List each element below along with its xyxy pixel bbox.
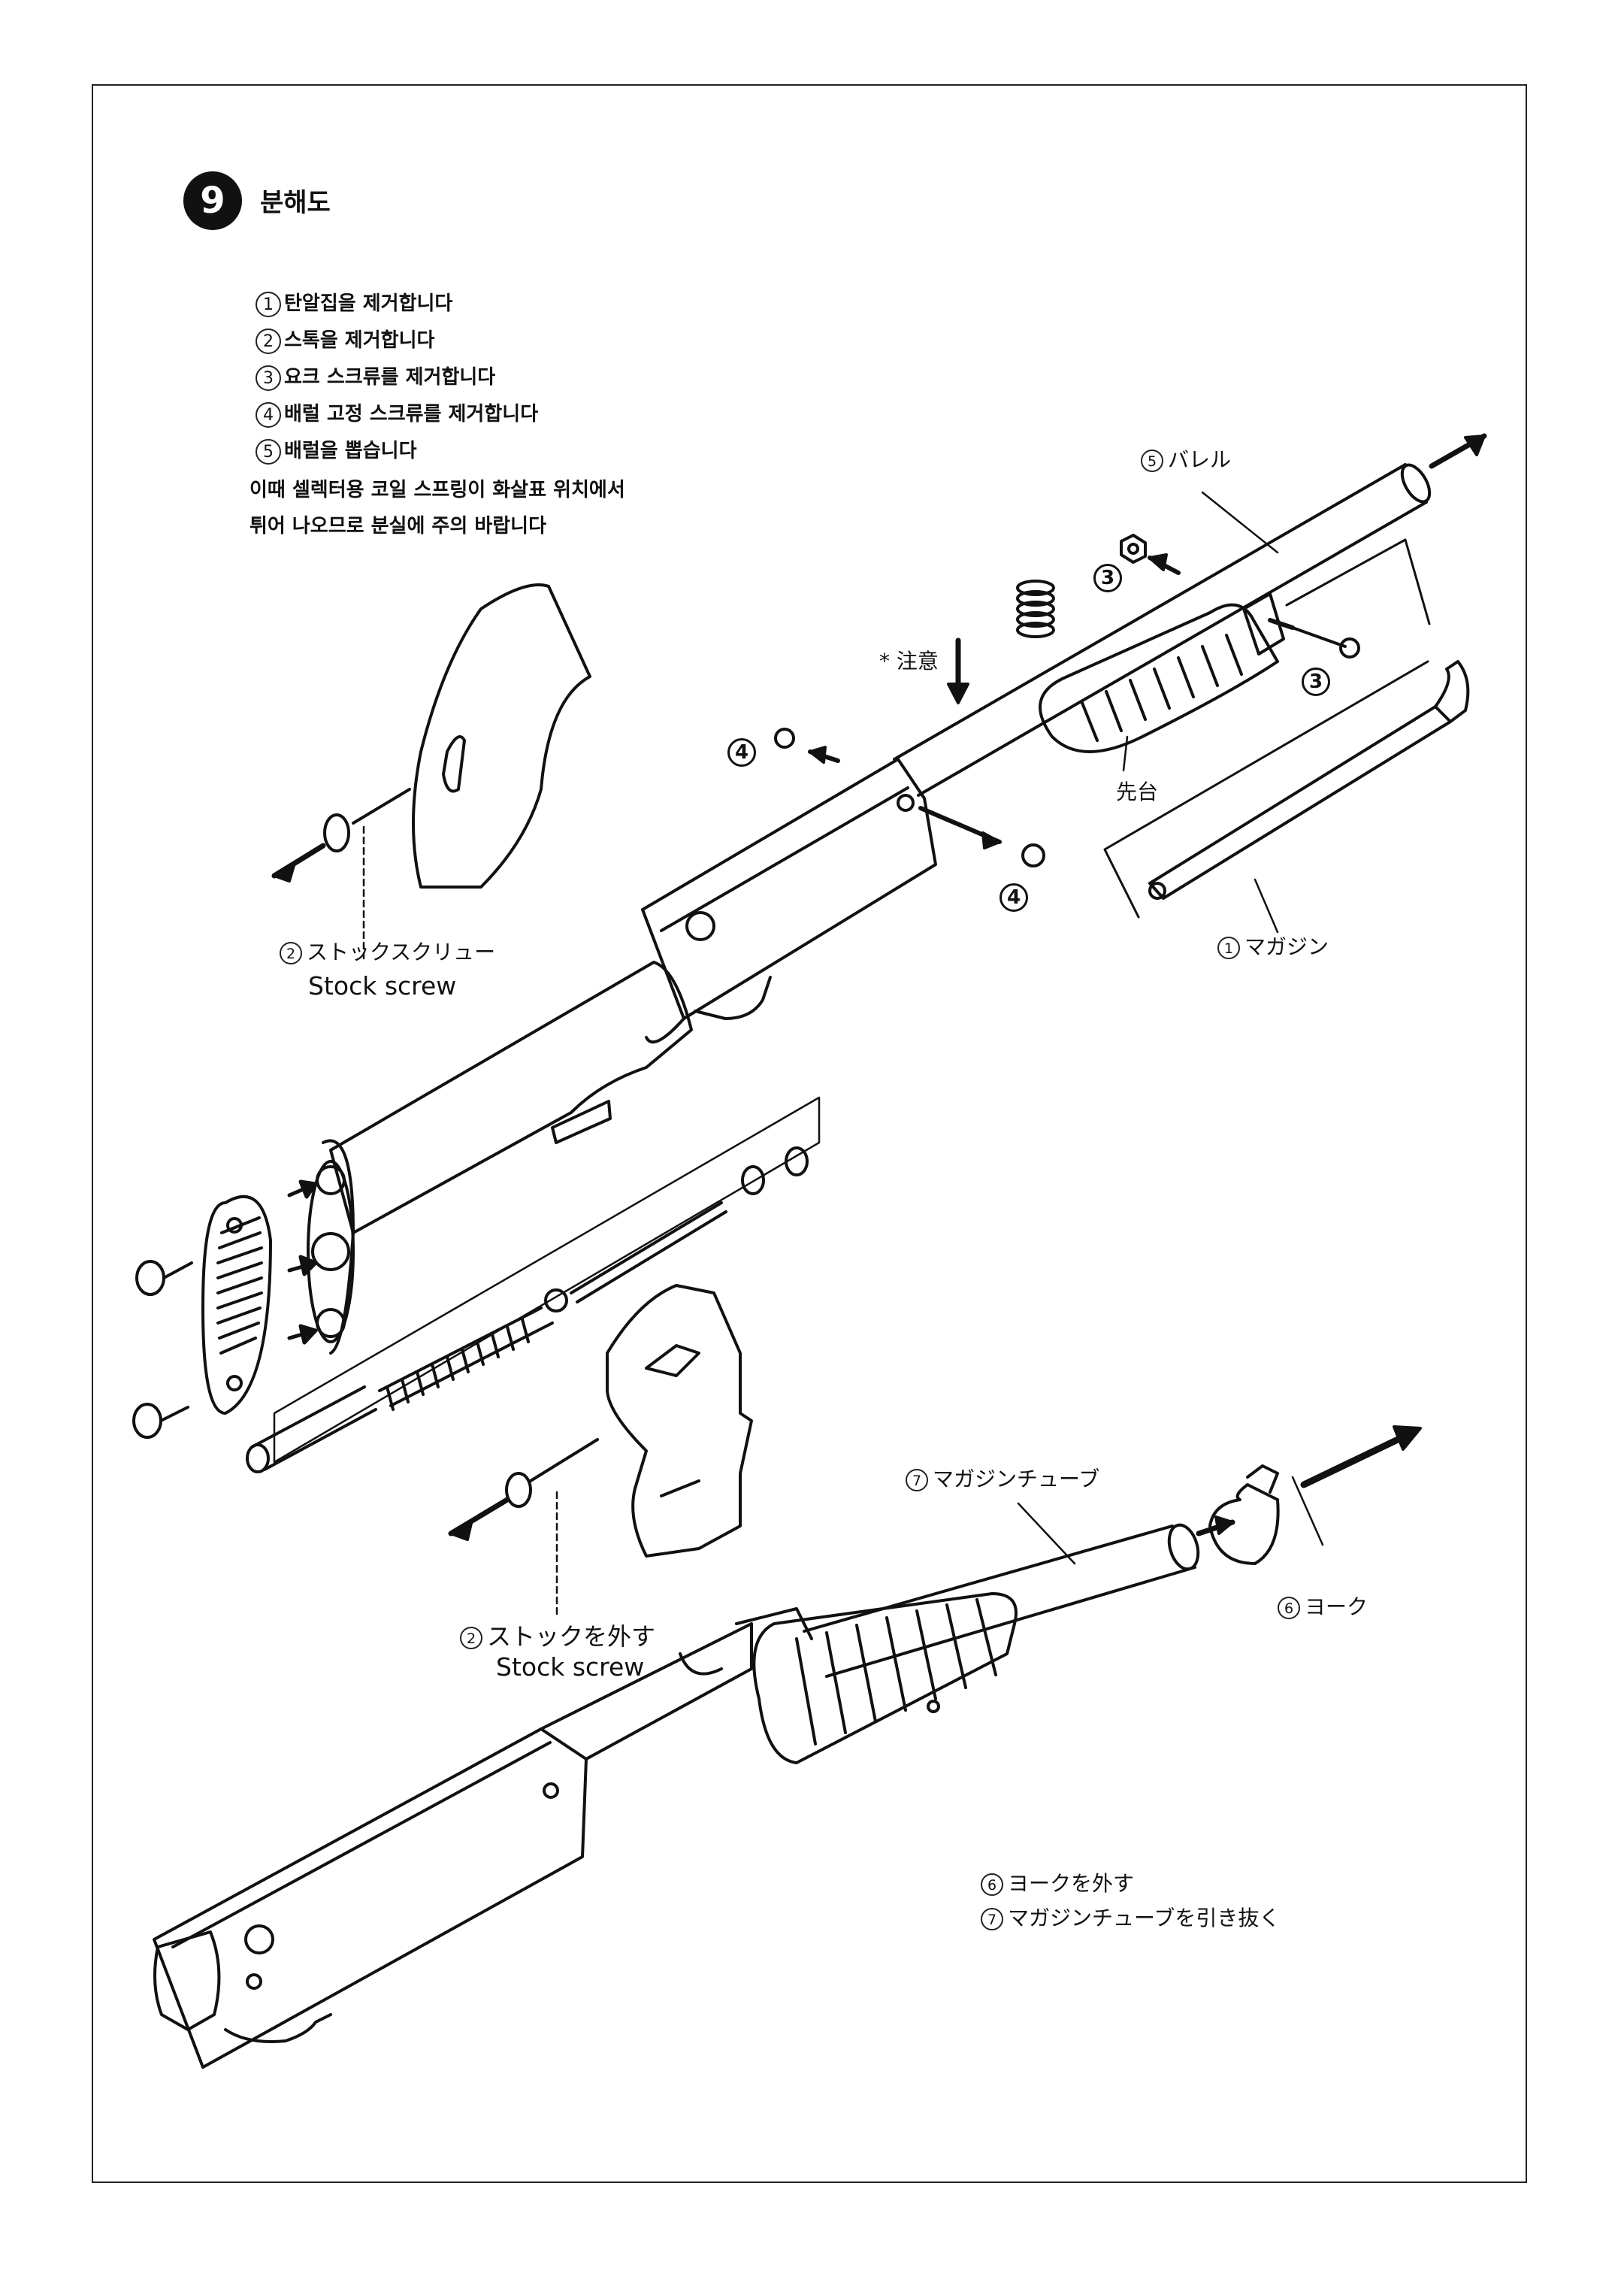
lower-receiver-drawing — [153, 1607, 813, 2069]
magazine-leader-line — [1254, 878, 1279, 934]
label-number: 2 — [460, 1627, 482, 1649]
label-text: ストックスクリュー — [307, 940, 496, 964]
magazine-tube-drawing — [803, 1523, 1200, 1678]
label-text: マガジン — [1244, 934, 1329, 959]
step-text: 배럴을 뽑습니다 — [284, 440, 417, 462]
caution-line: 이때 셀렉터용 코일 스프링이 화살표 위치에서 — [249, 479, 625, 501]
step-text: 요크 스크류를 제거합니다 — [284, 366, 496, 389]
step-number: 5 — [256, 438, 281, 465]
label-text: マガジンチューブを引き抜く — [1008, 1906, 1281, 1930]
barrel-pull-arrow — [1429, 433, 1487, 469]
magazine-bracket-line — [1103, 660, 1429, 919]
label-text: ヨークを外す — [1008, 1871, 1135, 1896]
callout-4-right: 4 — [1000, 883, 1028, 912]
caution-label: * 注意 — [879, 649, 939, 674]
label-text: ストックを外す — [487, 1622, 656, 1651]
foregrip-label: 先台 — [1116, 780, 1159, 804]
magazine-drawing — [1148, 660, 1470, 900]
stock-rod-drawing — [246, 1385, 377, 1473]
caution-line: 튀어 나오므로 분실에 주의 바랍니다 — [249, 515, 547, 537]
yoke-nut-drawing — [1120, 534, 1181, 575]
foregrip-top-drawing — [1039, 592, 1285, 753]
yoke-pull-arrow — [1300, 1425, 1422, 1488]
buttplate-drawing — [201, 1194, 272, 1415]
label-number: 6 — [981, 1873, 1003, 1896]
pistol-grip-drawing — [606, 1284, 753, 1558]
label-text: マガジンチューブ — [933, 1467, 1100, 1491]
remove-stock-label-en: Stock screw — [496, 1652, 645, 1682]
page-frame — [92, 84, 1527, 2183]
yoke-insert-arrow — [1196, 1515, 1235, 1537]
yoke-screw-drawing — [1268, 618, 1360, 659]
step-number: 3 — [256, 365, 281, 391]
callout-4-left: 4 — [727, 738, 756, 767]
selector-spring-drawing — [1016, 580, 1055, 638]
caution-note: 이때 셀렉터용 코일 스프링이 화살표 위치에서 튀어 나오므로 분실에 주의 … — [249, 472, 625, 544]
label-number: 2 — [280, 942, 302, 964]
stock-screw-bottom-drawing — [448, 1438, 599, 1541]
barrel-bracket-line — [1285, 538, 1431, 625]
section-title: 분해도 — [260, 188, 331, 218]
stock-bolt-drawing — [544, 1146, 809, 1313]
stock-screw-label-en: Stock screw — [308, 971, 457, 1001]
barrel-screw-right-drawing — [918, 806, 1045, 867]
stock-bolt-bracket — [273, 1096, 821, 1464]
buttplate-screws-drawing — [132, 1260, 193, 1439]
label-number: 6 — [1278, 1597, 1300, 1619]
foregrip-bottom-drawing — [752, 1592, 1018, 1764]
callout-3-right: 3 — [1302, 668, 1330, 696]
barrel-drawing — [893, 463, 1432, 797]
barrel-leader-line — [1201, 491, 1279, 554]
step-text: 탄알집을 제거합니다 — [284, 292, 453, 315]
stock-body-drawing — [307, 961, 693, 1355]
step-number: 2 — [256, 328, 281, 354]
receiver-drawing — [641, 758, 937, 1044]
yoke-drawing — [1208, 1464, 1324, 1565]
label-text: ヨーク — [1305, 1594, 1368, 1619]
barrel-screw-left-drawing — [774, 728, 840, 764]
section-number-badge: 9 — [183, 171, 242, 230]
caution-arrow — [947, 637, 969, 704]
label-number: 7 — [981, 1908, 1003, 1930]
magazine-tube-leader — [1017, 1502, 1076, 1565]
stock-grip-drawing — [412, 583, 591, 889]
label-number: 1 — [1217, 937, 1240, 959]
stock-spring-drawing — [378, 1306, 554, 1411]
label-text: バレル — [1168, 447, 1232, 472]
foregrip-leader-line — [1122, 735, 1129, 772]
step-number: 1 — [256, 291, 281, 317]
stock-screw-top-drawing — [271, 788, 411, 883]
buttplate-arrows — [287, 1179, 318, 1345]
step-text: 스톡을 제거합니다 — [284, 329, 435, 352]
label-number: 5 — [1141, 450, 1163, 472]
label-number: 7 — [906, 1469, 928, 1491]
step-number: 4 — [256, 401, 281, 428]
callout-3-upper: 3 — [1093, 564, 1122, 592]
step-text: 배럴 고정 스크류를 제거합니다 — [284, 403, 539, 425]
